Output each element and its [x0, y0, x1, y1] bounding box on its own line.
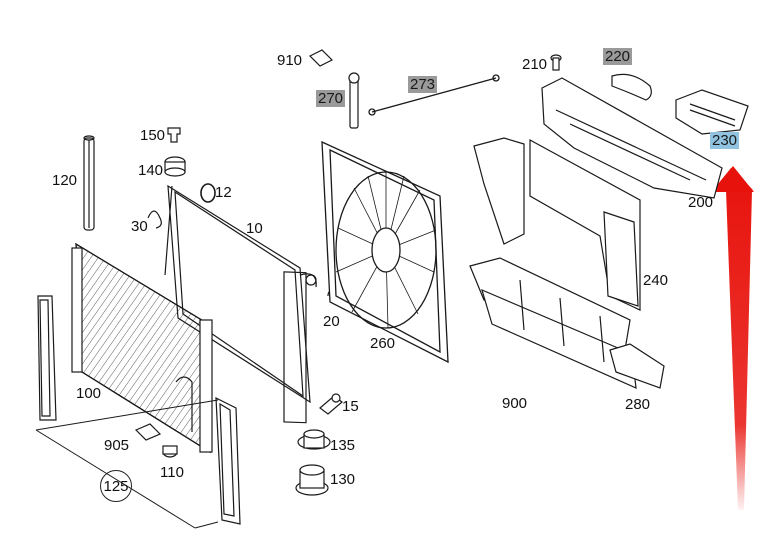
part-910-plate — [308, 49, 334, 67]
label-100: 100 — [76, 385, 102, 402]
label-110: 110 — [160, 464, 184, 481]
label-120: 120 — [52, 172, 78, 189]
label-210: 210 — [522, 56, 548, 73]
label-280: 280 — [625, 396, 651, 413]
part-12-o-ring — [200, 183, 216, 203]
part-200-air-duct — [541, 77, 723, 199]
label-30: 30 — [131, 218, 148, 235]
part-110-plug — [162, 445, 178, 458]
part-15-sensor — [319, 393, 343, 415]
label-12: 12 — [215, 184, 232, 201]
label-130: 130 — [330, 471, 356, 488]
part-260-fan-shroud — [321, 140, 449, 364]
part-150-clip — [167, 127, 181, 143]
part-220-cover — [611, 73, 652, 101]
label-20: 20 — [323, 313, 340, 330]
label-150: 150 — [140, 127, 166, 144]
label-135: 135 — [330, 437, 356, 454]
label-125-circled: 125 — [100, 470, 132, 502]
part-130-cap — [295, 464, 329, 496]
part-273-cable — [368, 74, 500, 116]
part-30-hose-clip — [147, 210, 162, 229]
part-905-plate — [134, 423, 162, 441]
label-900: 900 — [502, 395, 528, 412]
part-270-temperature-sensor — [348, 72, 360, 129]
part-900-lower-panel — [469, 257, 637, 389]
part-240-side-panel — [473, 137, 641, 311]
label-240: 240 — [643, 272, 669, 289]
red-pointer-arrow — [712, 166, 754, 510]
part-120-drain-tube — [83, 135, 95, 231]
label-260: 260 — [370, 335, 396, 352]
label-273: 273 — [408, 76, 438, 93]
part-10-radiator — [164, 184, 317, 424]
part-280-trim — [609, 343, 665, 389]
condenser-side-bracket-right — [215, 397, 241, 525]
label-10: 10 — [246, 220, 263, 237]
label-270: 270 — [316, 90, 346, 107]
label-15: 15 — [342, 398, 359, 415]
label-200: 200 — [688, 194, 714, 211]
part-230-control-unit — [675, 89, 749, 135]
part-210-bolt — [550, 54, 562, 71]
label-140: 140 — [138, 162, 164, 179]
condenser-side-bracket-left — [37, 295, 57, 421]
label-910: 910 — [277, 52, 303, 69]
part-135-cap — [297, 429, 331, 450]
label-220: 220 — [603, 48, 633, 65]
label-905: 905 — [104, 437, 130, 454]
part-140-cap — [164, 156, 186, 177]
label-230: 230 — [710, 132, 740, 149]
part-100-condenser — [71, 242, 213, 454]
